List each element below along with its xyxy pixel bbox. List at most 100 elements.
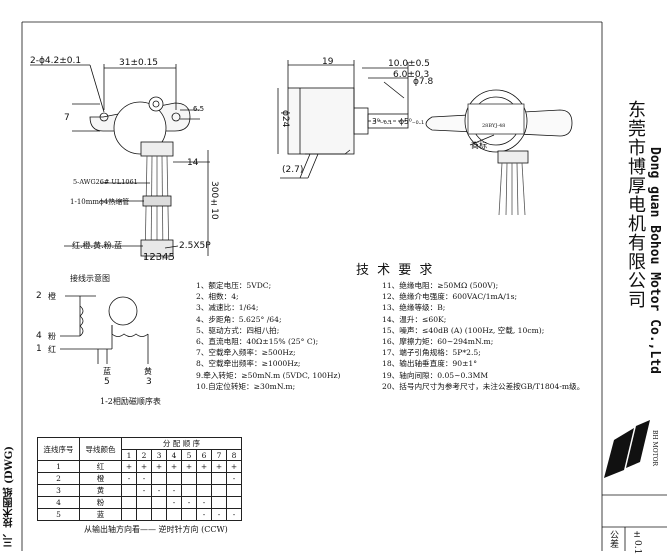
req-16: 16、摩擦力矩：60~294mN.m; [382,337,494,347]
sequence-cell [181,484,197,498]
wire-num-5: 5 [104,377,110,387]
sequence-cell: - [121,472,137,486]
sleeve-spec: 1-10mmϕ4热缩管 [70,198,130,206]
req-15: 15、噪声：≤40dB (A) (100Hz, 空载, 10cm); [382,325,545,335]
dim-length: 300±10 [209,181,219,220]
sequence-cell: - [211,508,227,522]
dim-7: 7 [64,113,70,123]
tolerance-header: 公差 [608,530,618,548]
sequence-cell [121,496,137,510]
step-header-cell: 5 [181,448,197,462]
dim-10: 10.0±0.5 [388,59,430,69]
step-header-cell: 1 [121,448,137,462]
req-6: 6、直流电阻：40Ω±15% (25° C); [196,337,319,347]
dim-shaft-dia: ϕ5⁰₋₀.₁ [399,117,425,126]
connector-spec: 2.5X5P [179,241,211,251]
sequence-cell: - [226,508,242,522]
logo-text: BH MOTOR [651,430,658,467]
row-color: 蓝 [79,508,122,522]
sequence-cell: - [181,496,197,510]
sequence-cell: + [226,460,242,474]
step-header-cell: 3 [151,448,167,462]
sequence-cell [151,472,167,486]
sequence-cell [121,484,137,498]
sequence-cell: + [121,460,137,474]
step-header-cell: 8 [226,448,242,462]
excitation-title: 1-2相励磁顺序表 [100,397,161,406]
sequence-cell: + [136,460,152,474]
sequence-cell: - [166,496,182,510]
row-index: 3 [37,484,80,498]
tolerance-value: ±0.1 [632,530,642,554]
sequence-cell [196,472,212,486]
req-1: 1、额定电压：5VDC; [196,281,272,290]
wire-spec: 5-AWG26# UL1061 [73,178,138,186]
wire-red: 红 [48,345,56,354]
sequence-cell [196,484,212,498]
requirements-left: 1、额定电压：5VDC; 2、相数：4; 3、减速比：1/64; 4、步距角：5… [196,280,340,392]
sequence-cell: - [136,472,152,486]
row-index: 1 [37,460,80,474]
row-color: 橙 [79,472,122,486]
sequence-cell: - [136,484,152,498]
sequence-cell [211,484,227,498]
sequence-cell [211,496,227,510]
req-14: 14、温升：≤60K; [382,314,447,324]
step-header-cell: 4 [166,448,182,462]
sequence-cell [151,496,167,510]
header-index: 连线序号 [37,436,80,462]
step-header-cell: 2 [136,448,152,462]
wire-num-1: 1 [36,344,42,354]
req-7: 7、空载牵入频率：≥500Hz; [196,348,296,358]
company-name-en: Dong guan Bohou Motor Co.,Ltd [647,147,662,374]
dim-6-5: 6.5 [193,105,205,113]
requirements-right: 11、绝缘电阻：≥50MΩ (500V); 12、绝缘介电强度：600VAC/1… [382,280,584,392]
row-index: 5 [37,508,80,522]
req-20: 20、括号内尺寸为参考尺寸，未注公差按GB/T1804-m级。 [382,381,585,391]
req-8: 8、空载牵出频率：≥1000Hz; [196,359,301,369]
sequence-cell: + [181,460,197,474]
sequence-cell [181,472,197,486]
sequence-cell: - [166,484,182,498]
wire-orange: 橙 [48,292,56,301]
dim-24: ϕ24 [280,110,290,128]
wire-pink: 粉 [48,332,56,341]
sequence-cell: - [151,484,167,498]
requirements-title: 技 术 要 求 [356,263,435,278]
req-13: 13、绝缘等级：B; [382,303,446,313]
section-title: 三、技术图纸 (DWG) [4,446,15,548]
req-17: 17、端子引角规格：5P*2.5; [382,348,481,358]
dim-holes: 2-ϕ4.2±0.1 [30,56,82,66]
sequence-cell [226,484,242,498]
wire-yellow: 黄 [144,367,152,376]
req-2: 2、相数：4; [196,292,239,302]
sequence-cell [151,508,167,522]
req-11: 11、绝缘电阻：≥50MΩ (500V); [382,281,499,290]
wire-num-4: 4 [36,331,42,341]
sequence-cell: + [196,460,212,474]
sequence-cell [136,508,152,522]
req-18: 18、输出轴垂直度：90±1° [382,359,478,369]
dim-2-7: (2.7) [282,165,304,175]
sequence-footer: 从输出轴方向看—— 逆时针方向 (CCW) [84,525,228,534]
req-19: 19、轴向间隙：0.05~0.3MM [382,370,489,380]
pin-numbers: 12345 [143,252,175,263]
req-12: 12、绝缘介电强度：600VAC/1mA/1s; [382,292,518,302]
sequence-cell: - [196,508,212,522]
dim-14: 14 [187,158,199,168]
sequence-cell [166,508,182,522]
header-color: 导线颜色 [79,436,122,462]
row-color: 黄 [79,484,122,498]
wire-num-2: 2 [36,291,42,301]
dim-width: 31±0.15 [119,58,159,68]
dim-7-8: ϕ7.8 [413,77,434,87]
sequence-cell [166,472,182,486]
row-index: 2 [37,472,80,486]
req-4: 4、步距角：5.625° /64; [196,314,282,324]
